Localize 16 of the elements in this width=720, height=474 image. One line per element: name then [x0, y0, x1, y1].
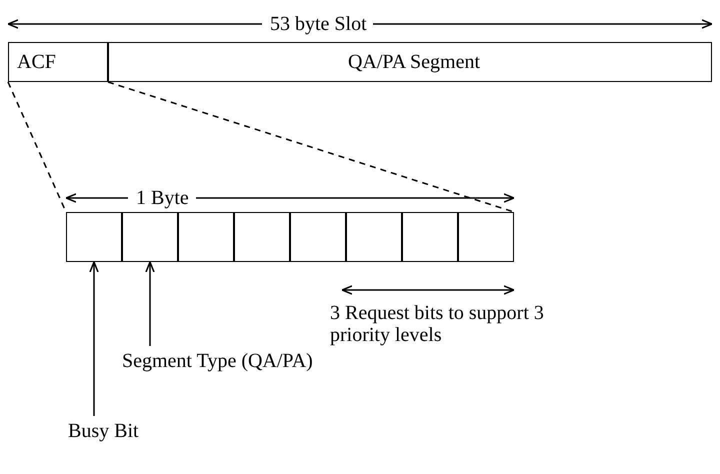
- segment-box: QA/PA Segment: [108, 42, 712, 82]
- bit-cell: [346, 212, 402, 262]
- bit-cell: [66, 212, 122, 262]
- bit-cell: [458, 212, 514, 262]
- bit-cell: [122, 212, 178, 262]
- bit-label: Segment Type (QA/PA): [122, 350, 313, 374]
- annotation-text: 3 Request bits to support 3 priority levels: [330, 302, 545, 346]
- bit-cell: [402, 212, 458, 262]
- bit-cell: [290, 212, 346, 262]
- bit-label: Busy Bit: [68, 420, 139, 444]
- bit-cell: [178, 212, 234, 262]
- arrow: [145, 261, 155, 346]
- field-box: ACF: [8, 42, 108, 82]
- bit-cell: [234, 212, 290, 262]
- dashed-line: [108, 81, 514, 213]
- arrow: [89, 261, 99, 416]
